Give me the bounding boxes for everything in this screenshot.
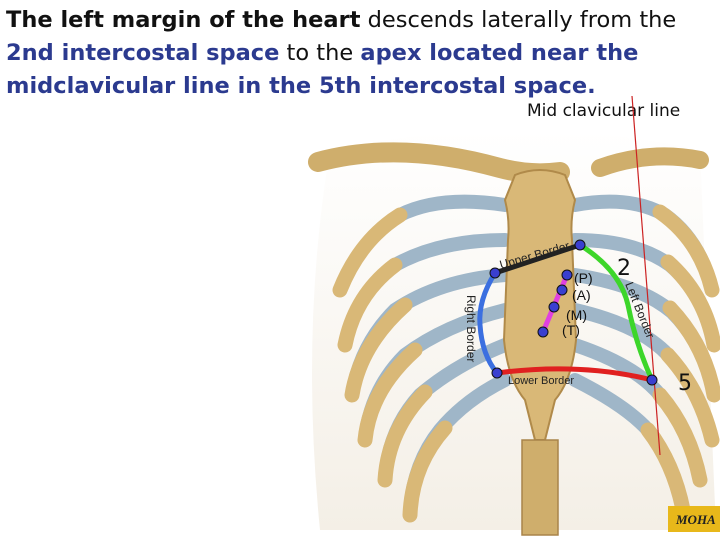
logo-text: MOHA	[675, 512, 716, 527]
ribs-left	[332, 194, 512, 523]
point-valve-a	[556, 284, 568, 296]
point-valve-m	[548, 301, 560, 313]
vertebral-column	[521, 439, 559, 536]
point-apex	[646, 374, 658, 386]
heading-text: descends laterally from the	[360, 7, 677, 33]
midclavicular-line-label: Mid clavicular line	[527, 101, 681, 121]
upper-border-line	[492, 242, 583, 276]
valve-p-label: (P)	[574, 270, 593, 286]
border-points	[489, 239, 658, 386]
page-heading: The left margin of the heart descends la…	[6, 4, 712, 103]
point-lower-right	[491, 367, 503, 379]
point-valve-p	[561, 269, 573, 281]
right-border-line	[477, 270, 500, 376]
lower-border-label: Lower Border	[508, 375, 574, 387]
logo-badge	[668, 506, 720, 532]
point-upper-right	[489, 267, 501, 279]
midclavicular-line	[631, 95, 661, 456]
heading-bold-term: The left margin of the heart	[6, 7, 361, 33]
heading-highlight-2nd-ics: 2nd intercostal space	[6, 40, 280, 66]
point-upper-left	[574, 239, 586, 251]
valve-m-label: (M)	[566, 307, 587, 323]
heading-highlight-apex: apex located near the midclavicular line…	[6, 40, 639, 99]
clavicle-right	[591, 147, 709, 177]
right-border-label: Right Border	[464, 295, 478, 362]
ribs-right	[568, 194, 720, 523]
valve-t-label: (T)	[562, 322, 580, 338]
ics-2-label: 2	[617, 256, 631, 281]
valve-a-label: (A)	[572, 287, 591, 303]
lower-border-line	[494, 366, 655, 383]
point-valve-t	[537, 326, 549, 338]
heading-text-2: to the	[279, 40, 361, 66]
ics-5-label: 5	[678, 371, 692, 396]
left-border-line	[577, 242, 655, 383]
